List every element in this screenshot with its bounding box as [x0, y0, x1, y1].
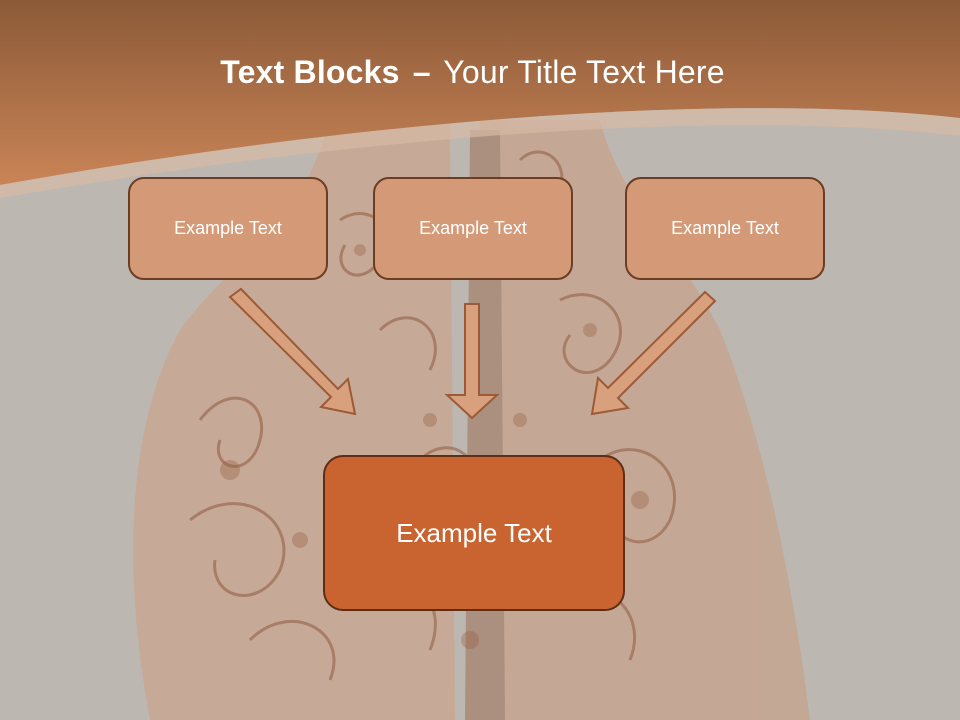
arrow-right-to-center — [590, 290, 717, 416]
title-bold: Text Blocks — [220, 54, 400, 90]
title-rest: Your Title Text Here — [443, 54, 725, 90]
arrow-left-to-center — [228, 287, 357, 416]
arrow-center-down — [444, 303, 500, 420]
text-block-1-label: Example Text — [174, 218, 282, 238]
text-block-3-label: Example Text — [671, 218, 779, 238]
text-block-1[interactable]: Example Text — [128, 177, 328, 280]
target-text-block-label: Example Text — [396, 517, 552, 548]
title-dash: – — [412, 54, 431, 90]
slide-title: Text Blocks – Your Title Text Here — [0, 54, 945, 91]
text-block-3[interactable]: Example Text — [625, 177, 825, 280]
header-band — [0, 0, 960, 185]
text-block-2-label: Example Text — [419, 218, 527, 238]
header-swoosh — [0, 108, 960, 198]
target-text-block[interactable]: Example Text — [323, 455, 625, 611]
text-block-2[interactable]: Example Text — [373, 177, 573, 280]
